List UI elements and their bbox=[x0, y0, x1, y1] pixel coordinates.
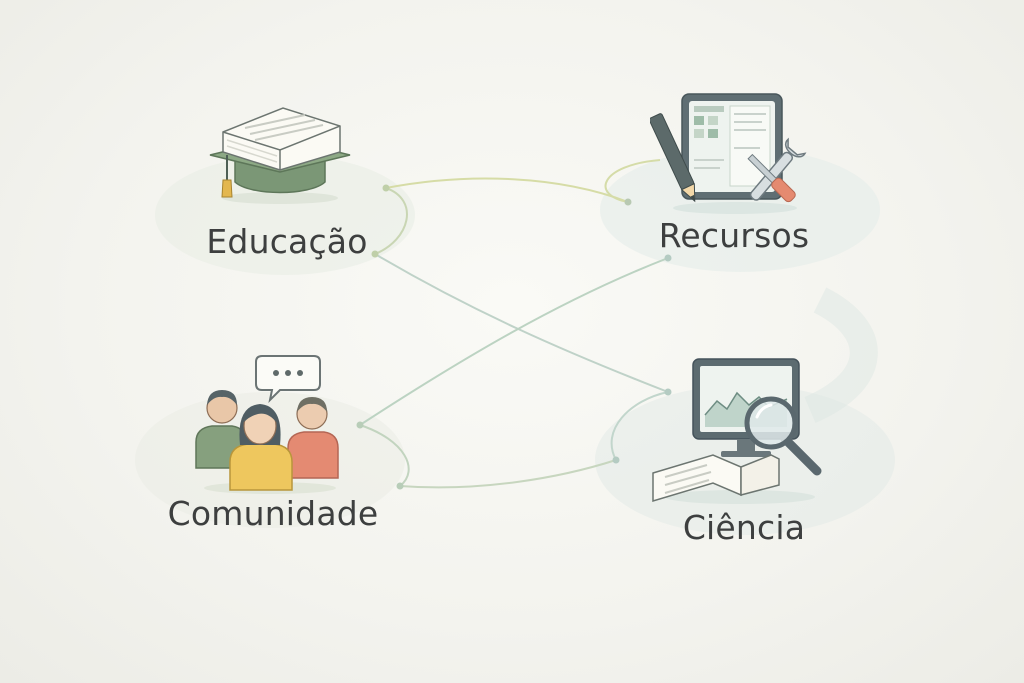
node-label-ciencia: Ciência bbox=[682, 508, 806, 547]
junction-dot bbox=[612, 456, 620, 464]
graduation-books-icon bbox=[209, 107, 351, 204]
connector-ciencia-curl bbox=[610, 391, 669, 461]
connector-educacao-recursos bbox=[385, 177, 629, 203]
connector-educacao-ciencia bbox=[374, 253, 669, 393]
tablet-tools-icon bbox=[650, 93, 807, 214]
junction-dot bbox=[371, 250, 379, 258]
monitor-magnifier-book-icon bbox=[652, 358, 822, 504]
connector-comunidade-ciencia bbox=[399, 459, 617, 489]
junction-dot bbox=[396, 482, 404, 490]
connector-recursos-curl bbox=[604, 159, 661, 203]
halo-educacao bbox=[155, 155, 415, 275]
connector-comunidade-recursos bbox=[359, 257, 669, 426]
junction-dot bbox=[356, 421, 364, 429]
connector-comunidade-curl bbox=[359, 424, 410, 487]
junction-dot bbox=[664, 388, 672, 396]
people-chat-icon bbox=[195, 355, 339, 494]
halo-loop-right bbox=[804, 287, 878, 423]
connector-educacao-curl bbox=[374, 187, 408, 255]
node-label-comunidade: Comunidade bbox=[167, 494, 379, 533]
junction-dot bbox=[382, 184, 390, 192]
junction-dot bbox=[664, 254, 672, 262]
node-label-educacao: Educação bbox=[206, 222, 368, 261]
node-label-recursos: Recursos bbox=[658, 216, 810, 255]
junction-dot bbox=[624, 198, 632, 206]
